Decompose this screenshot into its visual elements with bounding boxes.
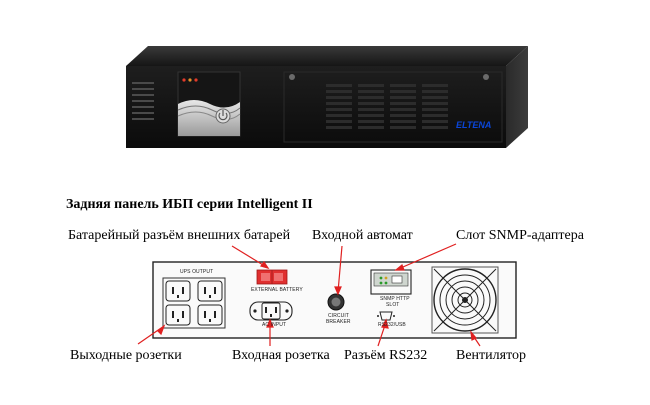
vent-slot (422, 84, 448, 87)
vent-slot (390, 84, 416, 87)
vent-slot (326, 102, 352, 105)
callout-output-sockets: Выходные розетки (70, 348, 182, 363)
vent-slot (326, 108, 352, 111)
vent-slot (422, 126, 448, 129)
callout-input-breaker: Входной автомат (312, 228, 413, 243)
output-socket (165, 280, 223, 326)
vent-slot (390, 114, 416, 117)
vent-slot (422, 96, 448, 99)
label-snmp-slot: SLOT (386, 302, 400, 308)
label-rs232: RS232/USB (378, 322, 406, 328)
vent-slot (358, 114, 384, 117)
vent-slot (422, 120, 448, 123)
vent-slot (326, 96, 352, 99)
vent-slot (358, 108, 384, 111)
vent-slot (326, 114, 352, 117)
callout-snmp-slot: Слот SNMP-адаптера (456, 228, 584, 243)
label-snmp: SNMP HTTP (380, 296, 410, 302)
vent-slot (326, 126, 352, 129)
label-breaker: BREAKER (326, 319, 351, 325)
vent-slot (358, 84, 384, 87)
circuit-breaker (327, 293, 345, 311)
vent-slot (422, 108, 448, 111)
vent-slot (390, 108, 416, 111)
vent-slot (326, 84, 352, 87)
vent-slot (390, 102, 416, 105)
vent-slot (390, 120, 416, 123)
label-circuit: CIRCUIT (328, 313, 349, 319)
vent-slot (390, 90, 416, 93)
vent-slot (422, 102, 448, 105)
status-led (194, 78, 198, 82)
vent-slot (358, 90, 384, 93)
label-ac-input: AC INPUT (262, 322, 287, 328)
label-external-battery: EXTERNAL BATTERY (251, 287, 303, 293)
callout-battery-connector: Батарейный разъём внешних батарей (68, 228, 291, 243)
ups-side (506, 46, 528, 148)
cooling-fan (431, 266, 499, 334)
snmp-slot (370, 269, 412, 295)
ups-top-surface (126, 46, 528, 66)
vent-slot (390, 126, 416, 129)
rs232-port (377, 311, 395, 321)
output-sockets-block (162, 277, 226, 329)
vent-slot (422, 90, 448, 93)
callout-rs232-port: Разъём RS232 (344, 348, 428, 363)
status-led (188, 78, 192, 82)
external-battery-connector (256, 269, 288, 285)
vent-slot (358, 120, 384, 123)
callout-fan: Вентилятор (456, 348, 527, 363)
vent-slot (358, 102, 384, 105)
vent-slot (422, 114, 448, 117)
callout-input-socket: Входная розетка (232, 348, 330, 363)
ac-input-socket (249, 301, 293, 321)
ups-brand-logo: ELTENA (456, 120, 491, 130)
rear-panel-title: Задняя панель ИБП серии Intelligent II (66, 197, 313, 212)
vent-slot (390, 96, 416, 99)
label-ups-output: UPS OUTPUT (180, 269, 214, 275)
vent-slot (358, 126, 384, 129)
vent-slot (326, 120, 352, 123)
ups-front-image: ELTENA (120, 44, 530, 156)
callout-lines (137, 243, 481, 347)
status-led (182, 78, 186, 82)
vent-slot (358, 96, 384, 99)
vent-slot (326, 90, 352, 93)
